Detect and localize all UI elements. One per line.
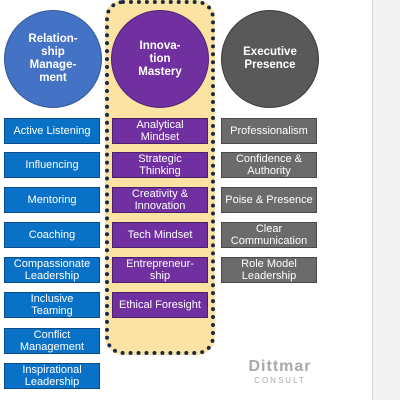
skill-label: Influencing [25,159,79,171]
skill-label: Entrepreneur- ship [126,258,194,282]
skill-label: Conflict Management [19,329,85,353]
skill-box-conflict-management: Conflict Management [4,328,100,354]
skill-box-influencing: Influencing [4,152,100,178]
skill-label: Creativity & Innovation [131,188,189,212]
innovation-mastery-title: Innova- tion Mastery [138,39,182,78]
skill-box-inspirational-leadership: Inspirational Leadership [4,363,100,389]
skill-box-coaching: Coaching [4,222,100,248]
skill-box-analytical-mindset: Analytical Mindset [112,118,208,144]
skill-box-role-model-leadership: Role Model Leadership [221,257,317,283]
skill-label: Inspirational Leadership [22,364,82,388]
relationship-management-circle: Relation- ship Manage- ment [4,10,102,108]
relationship-management-title: Relation- ship Manage- ment [28,33,78,84]
skill-box-poise-presence: Poise & Presence [221,187,317,213]
skill-label: Analytical Mindset [136,119,184,143]
skill-label: Mentoring [27,194,77,206]
skill-label: Role Model Leadership [241,258,297,282]
skill-box-inclusive-teaming: Inclusive Teaming [4,292,100,318]
skill-box-confidence-authority: Confidence & Authority [221,152,317,178]
skill-label: Confidence & Authority [235,153,303,177]
skill-box-active-listening: Active Listening [4,118,100,144]
skill-box-clear-communication: Clear Communication [221,222,317,248]
skill-label: Strategic Thinking [138,153,182,177]
executive-presence-title: Executive Presence [243,46,297,71]
skill-box-compassionate-leadership: Compassionate Leadership [4,257,100,283]
skill-label: Active Listening [13,125,91,137]
skill-label: Ethical Foresight [119,299,201,311]
skill-label: Poise & Presence [225,194,313,206]
logo-subtitle: CONSULT [254,376,306,385]
skill-label: Coaching [28,229,76,241]
skill-box-creativity-innovation: Creativity & Innovation [112,187,208,213]
skill-box-tech-mindset: Tech Mindset [112,222,208,248]
skill-label: Tech Mindset [127,229,193,241]
skill-box-entrepreneurship: Entrepreneur- ship [112,257,208,283]
logo-brand: Dittmar [248,358,312,375]
scroll-gutter[interactable] [372,0,400,400]
skill-label: Inclusive Teaming [30,293,74,317]
skill-label: Professionalism [230,125,308,137]
skill-box-mentoring: Mentoring [4,187,100,213]
skill-label: Clear Communication [230,223,308,247]
executive-presence-circle: Executive Presence [221,10,319,108]
dittmar-consult-logo: Dittmar CONSULT [240,358,320,386]
skill-box-professionalism: Professionalism [221,118,317,144]
innovation-mastery-circle: Innova- tion Mastery [111,10,209,108]
skill-box-strategic-thinking: Strategic Thinking [112,152,208,178]
skill-box-ethical-foresight: Ethical Foresight [112,292,208,318]
skill-label: Compassionate Leadership [13,258,91,282]
